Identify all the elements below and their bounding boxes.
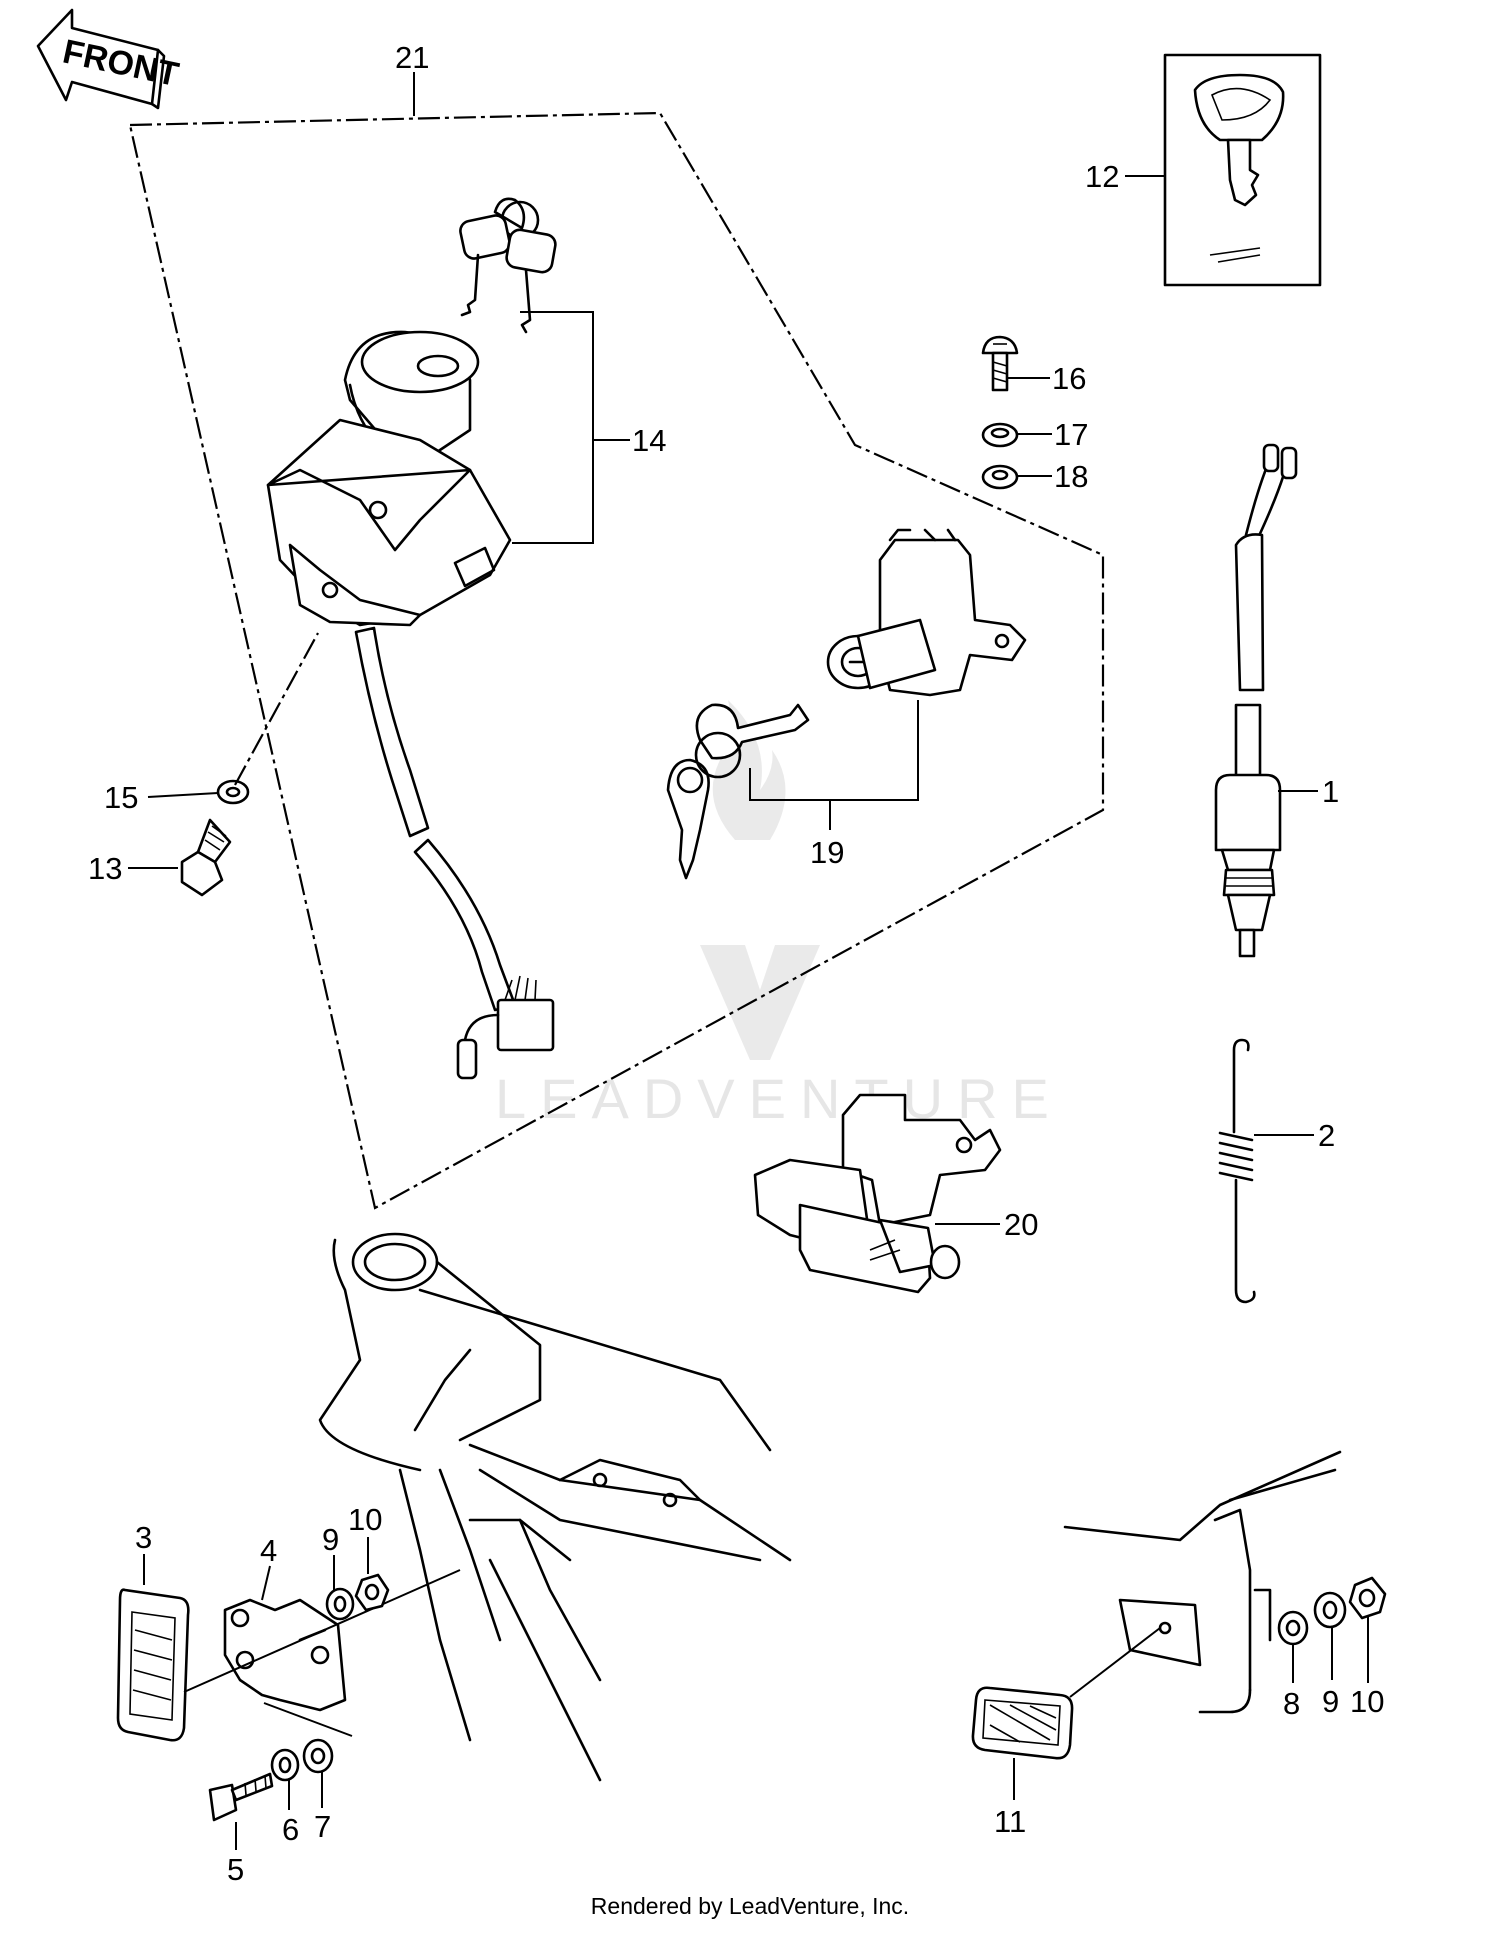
washer-9-right [1313, 1591, 1347, 1629]
switch-20 [753, 1093, 1002, 1294]
key-12-box [1163, 53, 1322, 287]
washer-6 [270, 1748, 300, 1782]
front-arrow-icon: FRONT [36, 8, 182, 110]
key-12-icon [1193, 73, 1285, 263]
frame-section [318, 1232, 792, 1782]
washer-15 [216, 779, 250, 805]
part-label-14: 14 [632, 423, 666, 458]
leader-14 [512, 311, 594, 544]
part-label-7: 7 [314, 1809, 331, 1844]
leader-19 [749, 700, 919, 801]
washer-9-left [325, 1587, 355, 1621]
part-label-5: 5 [227, 1852, 244, 1887]
part-label-10-left: 10 [348, 1502, 382, 1537]
washer-17 [981, 422, 1019, 448]
part-label-10-right: 10 [1350, 1684, 1384, 1719]
fender-section [1063, 1450, 1342, 1714]
part-label-6: 6 [282, 1812, 299, 1847]
part-label-17: 17 [1054, 417, 1088, 452]
part-label-13: 13 [88, 851, 122, 886]
part-label-11: 11 [994, 1804, 1026, 1839]
part-label-12: 12 [1085, 159, 1119, 194]
part-label-2: 2 [1318, 1118, 1335, 1153]
watermark-text: LEADVENTURE [495, 1067, 1063, 1130]
part-label-18: 18 [1054, 459, 1088, 494]
nut-10-left [354, 1573, 390, 1612]
part-label-15: 15 [104, 780, 138, 815]
washer-8 [1277, 1610, 1309, 1646]
screw-16 [981, 335, 1019, 392]
reflector-3 [116, 1588, 190, 1742]
bolt-5 [208, 1772, 274, 1822]
part-label-9-right: 9 [1322, 1684, 1339, 1719]
footer-credit: Rendered by LeadVenture, Inc. [590, 1893, 910, 1919]
switch-1 [1214, 443, 1298, 958]
lock-cylinder-19 [666, 528, 1027, 880]
part-label-16: 16 [1052, 361, 1086, 396]
part-label-20: 20 [1004, 1207, 1038, 1242]
assembly-21-boundary [128, 111, 1105, 1210]
reflector-11 [971, 1686, 1074, 1760]
bracket-4 [223, 1598, 347, 1712]
washer-7 [302, 1738, 334, 1774]
part-label-4: 4 [260, 1533, 277, 1568]
part-label-19: 19 [810, 835, 844, 870]
spring-2 [1218, 1038, 1256, 1304]
part-label-1: 1 [1322, 774, 1339, 809]
ignition-switch [266, 197, 557, 1080]
part-label-21: 21 [395, 40, 429, 75]
washer-18 [981, 464, 1019, 490]
part-label-3: 3 [135, 1520, 152, 1555]
part-label-9-left: 9 [322, 1522, 339, 1557]
part-label-8: 8 [1283, 1686, 1300, 1721]
nut-10-right [1348, 1576, 1387, 1620]
bolt-13 [180, 818, 232, 897]
leadventure-watermark: LEADVENTURE [495, 700, 1063, 1130]
